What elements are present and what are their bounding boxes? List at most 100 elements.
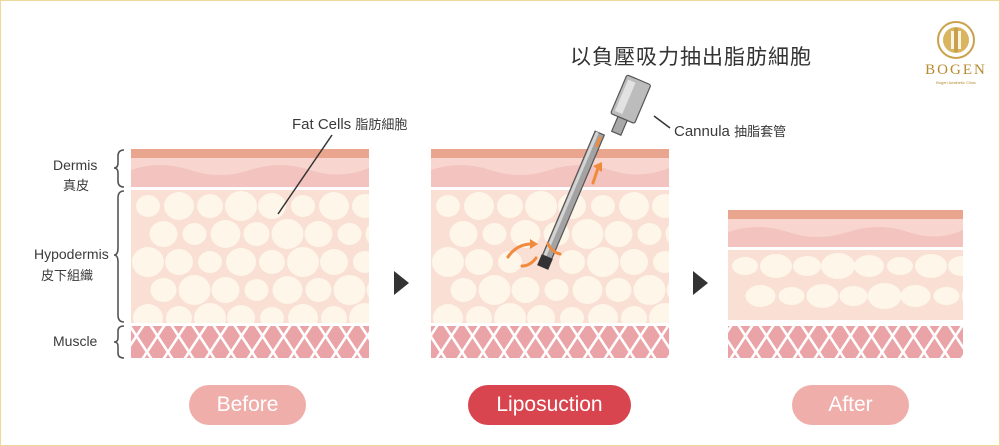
fat-cell bbox=[511, 277, 540, 303]
stage-before-pill: Before bbox=[189, 385, 306, 425]
fat-cell bbox=[498, 251, 522, 273]
fat-cell bbox=[244, 279, 269, 301]
fat-cells-liposuction bbox=[432, 191, 669, 323]
fat-cell bbox=[778, 287, 805, 305]
fat-cell bbox=[666, 282, 669, 298]
fat-cell bbox=[915, 254, 947, 278]
fat-cell bbox=[433, 304, 463, 323]
fat-cell bbox=[319, 192, 349, 220]
fat-cell bbox=[732, 257, 758, 275]
fat-cell bbox=[225, 191, 257, 221]
fat-cell bbox=[132, 247, 164, 277]
fat-cell bbox=[450, 278, 477, 302]
fat-cell bbox=[525, 191, 557, 221]
fat-cell bbox=[948, 256, 963, 276]
fat-cell bbox=[560, 307, 584, 323]
fat-cell bbox=[760, 254, 792, 278]
fat-cell bbox=[478, 275, 511, 305]
fat-cell bbox=[605, 278, 632, 302]
before-skin-section bbox=[131, 149, 369, 358]
layer-brackets bbox=[113, 149, 125, 359]
fat-cell bbox=[793, 256, 821, 276]
next-arrow-1 bbox=[394, 271, 409, 295]
fat-cell bbox=[465, 249, 493, 275]
fat-cell bbox=[464, 192, 494, 220]
fat-cell bbox=[227, 305, 255, 323]
fat-cell bbox=[637, 223, 662, 245]
fat-cells-leader-line bbox=[277, 134, 333, 215]
cannula-icon bbox=[537, 74, 671, 270]
fat-cell bbox=[133, 304, 163, 323]
fat-cell bbox=[150, 278, 177, 302]
fat-cell bbox=[806, 284, 839, 308]
fat-cell bbox=[178, 275, 211, 305]
hypodermis-label-zh: 皮下組織 bbox=[41, 268, 94, 283]
page-heading: 以負壓吸力抽出脂肪細胞 bbox=[570, 46, 812, 69]
fat-cell bbox=[544, 279, 569, 301]
fat-cell bbox=[432, 247, 464, 277]
fat-cell bbox=[272, 276, 303, 304]
fat-cell bbox=[149, 221, 178, 247]
fat-cell bbox=[260, 307, 284, 323]
fat-cell bbox=[365, 225, 369, 243]
fat-cell bbox=[271, 219, 304, 249]
fat-cell bbox=[136, 195, 160, 217]
fat-cell bbox=[198, 251, 222, 273]
liposuction-skin-section bbox=[431, 149, 669, 358]
cannula-label-zh: 抽脂套管 bbox=[734, 124, 787, 139]
stage-after-pill: After bbox=[792, 385, 909, 425]
fat-cell bbox=[653, 251, 669, 273]
fat-cells-after bbox=[732, 253, 963, 309]
dermis-label: Dermis bbox=[53, 157, 98, 173]
fat-cell bbox=[165, 249, 193, 275]
fat-cell bbox=[559, 250, 585, 274]
fat-cell bbox=[304, 221, 333, 247]
fat-cells-callout: Fat Cells 脂肪細胞 bbox=[292, 114, 407, 133]
fat-cells-label-zh: 脂肪細胞 bbox=[355, 117, 408, 132]
fat-cell bbox=[258, 193, 286, 219]
fat-cell bbox=[436, 195, 460, 217]
fat-cell bbox=[527, 305, 555, 323]
stage-liposuction-pill: Liposuction bbox=[468, 385, 631, 425]
after-skin-section bbox=[728, 210, 963, 358]
fat-cell bbox=[587, 247, 619, 277]
next-arrow-2 bbox=[693, 271, 708, 295]
fat-cell bbox=[649, 303, 669, 323]
fat-cell bbox=[665, 225, 669, 243]
fat-cell bbox=[288, 304, 318, 323]
fat-cell bbox=[210, 220, 241, 248]
fat-cell bbox=[482, 223, 507, 245]
fat-cells-before bbox=[132, 191, 369, 323]
fat-cell bbox=[588, 304, 618, 323]
fat-cell bbox=[182, 223, 207, 245]
fat-cell bbox=[572, 276, 603, 304]
cannula-callout: Cannula 抽脂套管 bbox=[674, 121, 786, 140]
fat-cell bbox=[619, 192, 649, 220]
fat-cell bbox=[887, 257, 913, 275]
fat-cell bbox=[604, 221, 633, 247]
fat-cell bbox=[745, 285, 776, 307]
fat-cell bbox=[349, 303, 369, 323]
fat-cell bbox=[621, 306, 647, 323]
fat-cell bbox=[320, 249, 348, 275]
fat-cell bbox=[652, 194, 669, 218]
hypodermis-label: Hypodermis bbox=[34, 246, 109, 262]
fat-cell bbox=[166, 306, 192, 323]
fat-cell bbox=[867, 283, 902, 309]
fat-cell bbox=[164, 192, 194, 220]
fat-cell bbox=[494, 303, 526, 323]
cannula-label-en: Cannula bbox=[674, 123, 730, 140]
fat-cell bbox=[449, 221, 478, 247]
muscle-label: Muscle bbox=[53, 333, 98, 349]
fat-cell bbox=[466, 306, 492, 323]
fat-cell bbox=[900, 285, 931, 307]
brand-name: BOGEN bbox=[925, 62, 987, 78]
fat-cell bbox=[211, 277, 240, 303]
brand-logo-emblem bbox=[937, 21, 975, 59]
fat-cell bbox=[620, 249, 648, 275]
fat-cell bbox=[854, 255, 884, 277]
fat-cell bbox=[243, 222, 270, 246]
fat-cell bbox=[321, 306, 347, 323]
fat-cell bbox=[197, 194, 223, 218]
